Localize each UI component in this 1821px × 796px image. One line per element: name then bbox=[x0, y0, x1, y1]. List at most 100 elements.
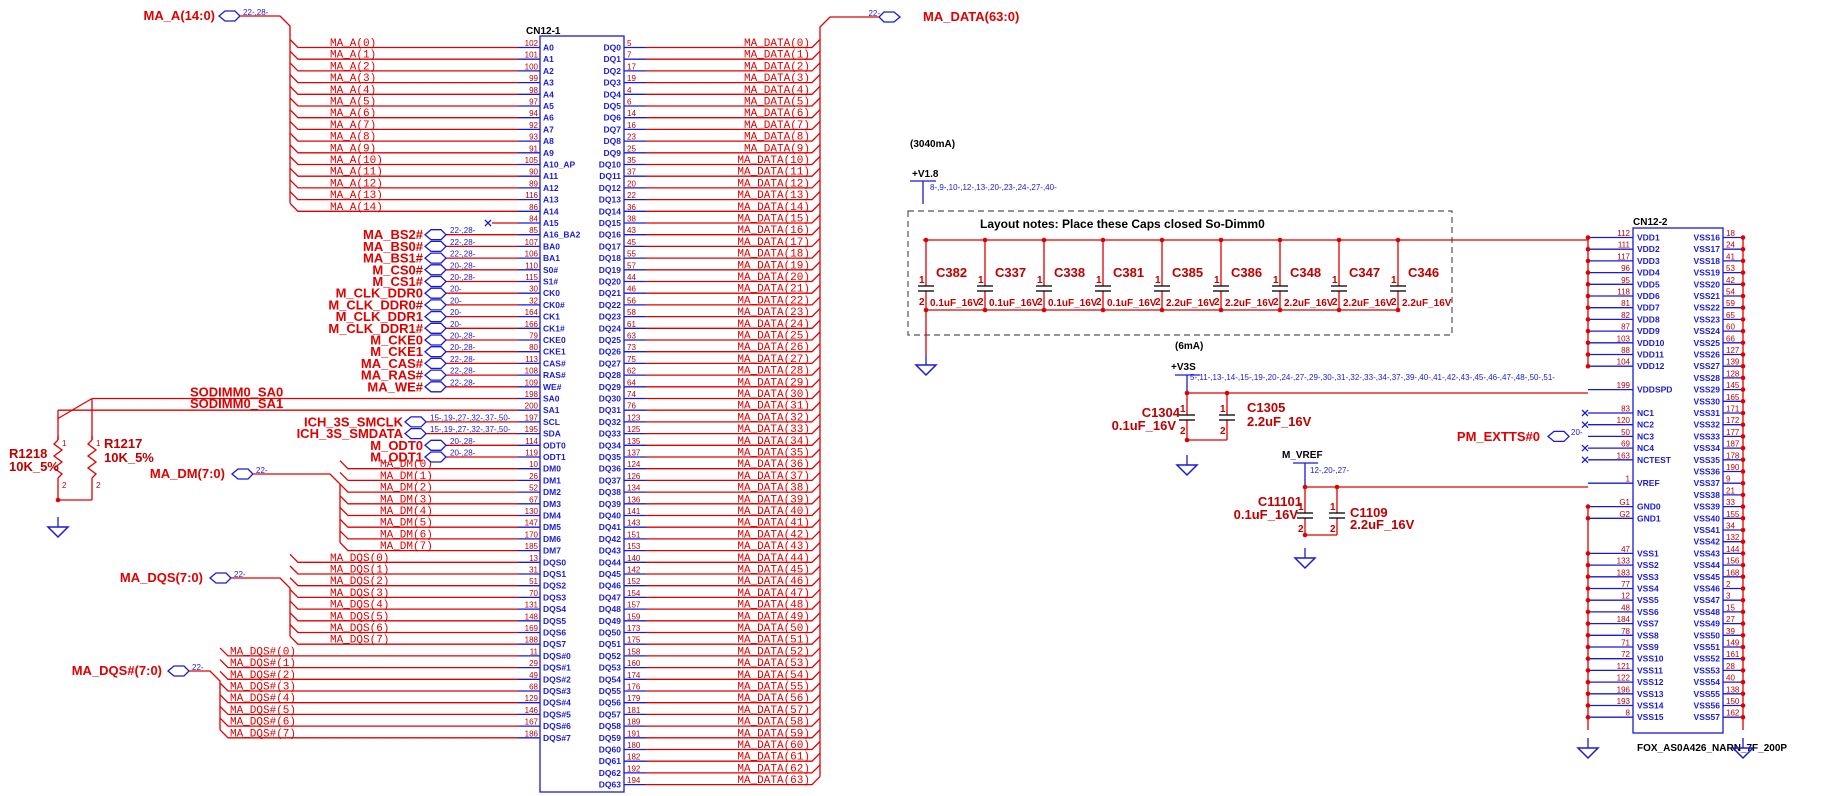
junction-dot bbox=[1585, 656, 1591, 661]
pin-name: DQ8 bbox=[604, 136, 622, 146]
pin-name: DQS4 bbox=[543, 604, 566, 614]
bus-signal: MA_DATA(11) bbox=[737, 167, 810, 179]
pin-name: A0 bbox=[543, 43, 554, 53]
bus-signal: MA_DATA(34) bbox=[737, 436, 810, 448]
junction-dot bbox=[1740, 340, 1746, 346]
bus-entry bbox=[646, 343, 821, 353]
bus-entry bbox=[646, 237, 821, 248]
pin-number: 171 bbox=[1726, 405, 1740, 414]
pin-number: 47 bbox=[1621, 545, 1630, 554]
pin-number: 128 bbox=[1726, 369, 1740, 378]
capacitor-value: 2.2uF_16V bbox=[1350, 517, 1415, 532]
bus-entry bbox=[646, 354, 821, 365]
capacitor-ref: C1304 bbox=[1142, 405, 1181, 420]
pin-number: 122 bbox=[1617, 674, 1631, 683]
pin-number: 143 bbox=[627, 519, 641, 528]
pin-number: 159 bbox=[627, 612, 641, 621]
pin-number: 142 bbox=[627, 566, 641, 575]
pin-name: A9 bbox=[543, 148, 554, 158]
junction-dot bbox=[982, 237, 988, 243]
pin-name: VSS15 bbox=[1637, 712, 1664, 722]
pin-name: VSS44 bbox=[1694, 560, 1721, 570]
pin-name: ODT0 bbox=[543, 440, 566, 450]
pin-name: CK1 bbox=[543, 312, 560, 322]
junction-dot bbox=[1184, 390, 1190, 396]
pin-name: DQS0 bbox=[543, 557, 566, 567]
pin-number: 55 bbox=[627, 250, 636, 259]
control-ref: 20- bbox=[450, 320, 462, 329]
bus-entry bbox=[339, 460, 518, 470]
control-label: MA_RAS# bbox=[361, 368, 424, 383]
control-label: MA_BS1# bbox=[363, 251, 424, 266]
pin-number: 40 bbox=[1726, 674, 1735, 683]
current-note: (3040mA) bbox=[910, 139, 955, 150]
bus-signal: MA_DATA(15) bbox=[737, 214, 810, 226]
bus-signal: MA_DATA(48) bbox=[737, 600, 810, 612]
bus-label: MA_A(14:0) bbox=[143, 8, 215, 23]
bus-signal: MA_DATA(20) bbox=[737, 272, 810, 284]
ground-symbol bbox=[1576, 747, 1600, 760]
bus-entry bbox=[339, 542, 518, 552]
offpage-connector bbox=[208, 572, 232, 584]
control-ref: 20-,28- bbox=[450, 261, 476, 270]
junction-dot bbox=[1740, 668, 1746, 673]
bus-entry bbox=[646, 62, 821, 72]
pin-name: VDD7 bbox=[1637, 303, 1660, 313]
pin-name: DQ16 bbox=[599, 230, 621, 240]
pin-name: VSS45 bbox=[1694, 572, 1721, 582]
pin-number: 131 bbox=[525, 601, 539, 610]
pin-name: A1 bbox=[543, 54, 554, 64]
junction-dot bbox=[1334, 484, 1340, 490]
junction-dot bbox=[1740, 597, 1746, 603]
pin-name: VDDSPD bbox=[1637, 385, 1672, 395]
bus-entry bbox=[646, 261, 821, 271]
pin-number: 162 bbox=[1726, 709, 1740, 718]
bus-signal: MA_DATA(12) bbox=[737, 178, 810, 190]
pin-number: 195 bbox=[525, 425, 539, 434]
bus-signal: MA_DQS#(2) bbox=[230, 670, 296, 682]
pin-number: 164 bbox=[525, 308, 539, 317]
bus-signal: MA_DATA(58) bbox=[737, 717, 810, 729]
capacitor-value: 2.2uF_16V bbox=[1402, 298, 1452, 309]
pin-name: VSS57 bbox=[1694, 712, 1721, 722]
bus-signal: MA_DQS#(1) bbox=[230, 658, 296, 670]
bus-entry bbox=[646, 273, 821, 283]
bus-signal: MA_DATA(26) bbox=[737, 342, 810, 354]
bus-signal: MA_A(13) bbox=[330, 190, 383, 202]
pin-name: DQ18 bbox=[599, 253, 621, 263]
bus-signal: MA_DQS(4) bbox=[330, 600, 389, 612]
bus-signal: MA_DATA(3) bbox=[744, 73, 810, 85]
pin-number: 139 bbox=[1726, 358, 1740, 367]
bus-entry bbox=[289, 553, 518, 563]
pin-number: 149 bbox=[1726, 639, 1740, 648]
pin-number: 170 bbox=[525, 530, 539, 539]
pin-name: VSS5 bbox=[1637, 595, 1659, 605]
bus-entry bbox=[646, 776, 821, 786]
capacitor-ref: C1305 bbox=[1247, 400, 1285, 415]
pin-number: 148 bbox=[525, 612, 539, 621]
pin-number: 113 bbox=[525, 355, 538, 364]
pin-name: VSS25 bbox=[1694, 338, 1721, 348]
pin-name: VSS12 bbox=[1637, 677, 1664, 687]
junction-dot bbox=[1041, 237, 1047, 243]
pin-name: DQ47 bbox=[599, 592, 621, 602]
resistor-value: 10K_5% bbox=[104, 450, 154, 465]
junction-dot bbox=[1740, 246, 1746, 252]
junction-dot bbox=[1585, 328, 1591, 334]
capacitor-ref: C1109 bbox=[1350, 505, 1388, 520]
bus-entry bbox=[646, 717, 821, 727]
pin-number: 130 bbox=[525, 507, 539, 516]
pin-number: 163 bbox=[1617, 451, 1631, 460]
pin-name: VSS54 bbox=[1694, 677, 1721, 687]
bus-signal: MA_DQS#(6) bbox=[230, 717, 296, 729]
pin-name: NCTEST bbox=[1637, 455, 1672, 465]
pin-number: 102 bbox=[525, 39, 539, 48]
pin-number: 82 bbox=[1621, 311, 1630, 320]
pin-name: VDD12 bbox=[1637, 361, 1665, 371]
pin-name: DQ19 bbox=[599, 265, 621, 275]
bus-signal: MA_DATA(5) bbox=[744, 97, 810, 109]
bus-label: MA_DATA(63:0) bbox=[923, 9, 1019, 24]
pin-name: DQ2 bbox=[604, 66, 622, 76]
pin-number: 119 bbox=[525, 449, 538, 458]
bus-ref: 22- bbox=[868, 9, 880, 18]
